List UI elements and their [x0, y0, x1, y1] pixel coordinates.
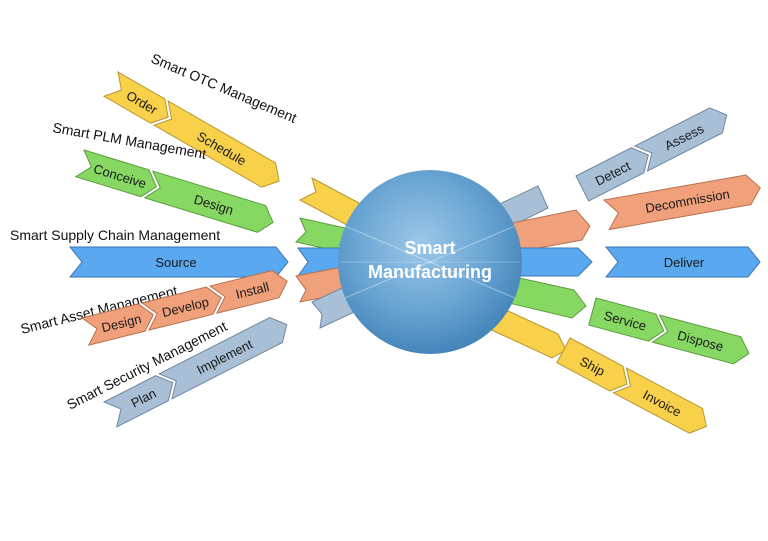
- output-invoice-chevron[interactable]: [612, 367, 713, 439]
- sphere-circle: [338, 170, 522, 354]
- center-sphere: Smart Manufacturing: [338, 170, 522, 354]
- center-title-line1: Smart: [404, 238, 455, 258]
- asset-install-chevron[interactable]: [208, 268, 291, 314]
- output-assess-chevron[interactable]: [633, 102, 733, 172]
- output-ship-chevron[interactable]: [556, 337, 634, 397]
- supply-source-label: Source: [155, 255, 196, 270]
- sphere-shine-2: [344, 225, 516, 299]
- branch-title-supply-chain: Smart Supply Chain Management: [10, 227, 220, 243]
- output-ship-invoice: Ship Invoice: [556, 337, 713, 439]
- asset-develop-chevron[interactable]: [140, 284, 224, 331]
- output-service-dispose: Service Dispose: [588, 297, 753, 367]
- center-title-line2: Manufacturing: [368, 262, 492, 282]
- branch-supply-chain: Smart Supply Chain Management Source: [10, 227, 289, 278]
- asset-design-chevron[interactable]: [80, 301, 157, 346]
- branch-plm: Smart PLM Management Conceive Design: [51, 119, 278, 236]
- output-detect-assess: Detect Assess: [575, 102, 733, 202]
- otc-schedule-chevron[interactable]: [153, 100, 286, 193]
- sphere-shine-1: [344, 225, 516, 299]
- output-deliver: Deliver: [604, 246, 761, 278]
- output-detect-chevron[interactable]: [575, 142, 655, 202]
- otc-order-chevron[interactable]: [102, 71, 175, 129]
- output-decommission: Decommission: [602, 173, 763, 231]
- security-implement-chevron[interactable]: [158, 312, 293, 400]
- output-service-chevron[interactable]: [588, 297, 668, 344]
- output-deliver-chevron[interactable]: [604, 246, 761, 278]
- plm-design-chevron[interactable]: [143, 170, 278, 236]
- plm-conceive-chevron[interactable]: [74, 149, 161, 200]
- output-deliver-label: Deliver: [664, 255, 705, 270]
- output-dispose-chevron[interactable]: [651, 314, 753, 367]
- output-decommission-chevron[interactable]: [602, 173, 763, 231]
- security-plan-chevron[interactable]: [102, 370, 179, 428]
